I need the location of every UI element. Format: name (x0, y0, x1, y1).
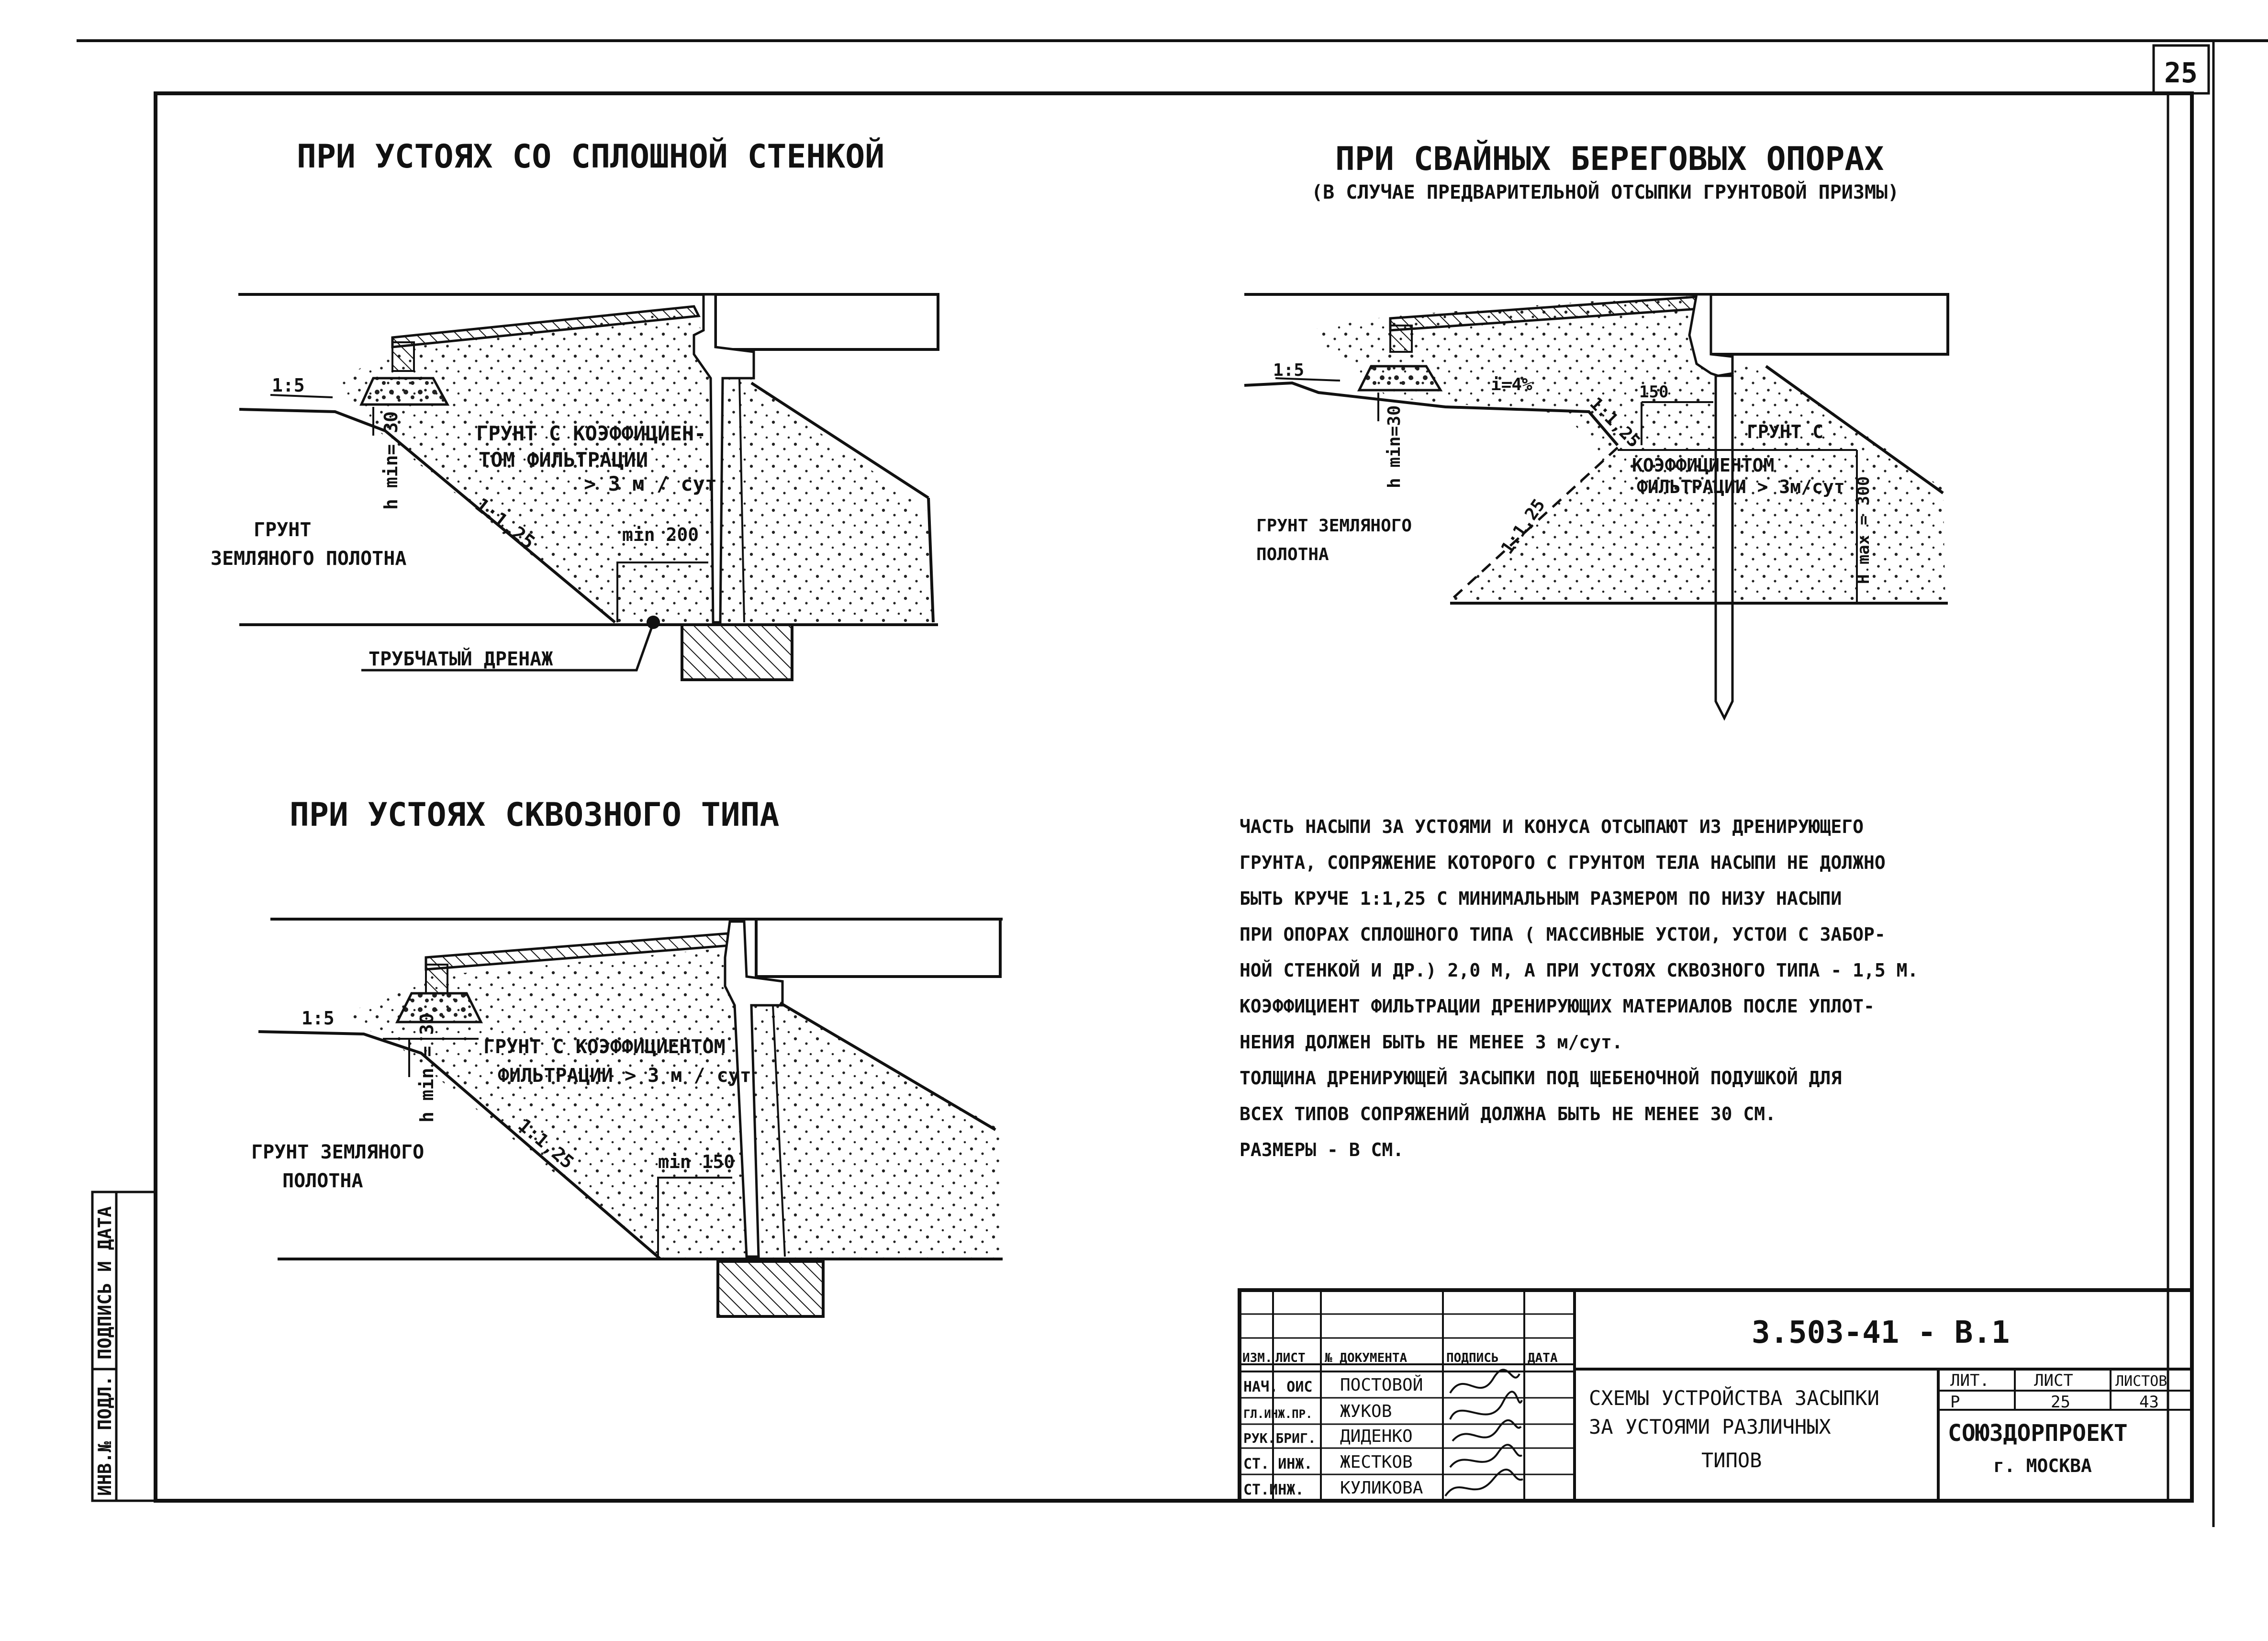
drainage-fill (1307, 294, 1945, 603)
notes: ЧАСТЬ НАСЫПИ ЗА УСТОЯМИ И КОНУСА ОТСЫПАЮ… (1240, 816, 1918, 1160)
stamp-sheet: 25 (2051, 1393, 2070, 1412)
embankment-slope (239, 408, 616, 624)
note-line: БЫТЬ КРУЧЕ 1:1,25 С МИНИМАЛЬНЫМ РАЗМЕРОМ… (1240, 888, 1842, 909)
signatures (1444, 1369, 1523, 1497)
abutment-wall (693, 293, 755, 624)
stamp-name: КУЛИКОВА (1340, 1478, 1423, 1498)
title-pile-supports-sub: (В СЛУЧАЕ ПРЕДВАРИТЕЛЬНОЙ ОТСЫПКИ ГРУНТО… (1311, 180, 1899, 203)
d3-ground-1: ГРУНТ ЗЕМЛЯНОГО (1256, 516, 1412, 536)
organization: СОЮЗДОРПРОЕКТ (1948, 1420, 2128, 1447)
d2-min-dim: min 150 (658, 1151, 735, 1172)
stamp-name: ЖУКОВ (1340, 1402, 1392, 1421)
stamp-name: ПОСТОВОЙ (1340, 1375, 1423, 1395)
d3-fill-label-1: ГРУНТ С (1747, 421, 1823, 442)
stamp-header-date: ДАТА (1528, 1351, 1558, 1365)
d1-ground-2: ЗЕМЛЯНОГО ПОЛОТНА (211, 548, 406, 570)
stamp-role: РУК.БРИГ. (1243, 1430, 1316, 1446)
stamp-role: НАЧ. ОИС (1243, 1379, 1313, 1395)
drawing-title-2: ЗА УСТОЯМИ РАЗЛИЧНЫХ (1589, 1415, 1831, 1439)
stamp-sheets: 43 (2139, 1393, 2159, 1412)
side-stamp (91, 1191, 157, 1502)
diagram-solid-wall (238, 293, 939, 681)
stamp-header-change: ИЗМ. (1242, 1351, 1273, 1365)
note-line: НЕНИЯ ДОЛЖЕН БЫТЬ НЕ МЕНЕЕ 3 м/сут. (1240, 1032, 1623, 1053)
side-stamp-signature: ПОДПИСЬ И ДАТА (94, 1206, 115, 1360)
d3-h-max: H max = 300 (1854, 476, 1873, 584)
span-structure (755, 918, 1002, 978)
d1-slope-small: 1:5 (272, 375, 305, 396)
stamp-header-sheet: ЛИСТ (1275, 1351, 1306, 1365)
d3-fill-label-3: ФИЛЬТРАЦИИ > 3м/сут (1637, 476, 1845, 497)
stamp-sheets-label: ЛИСТОВ (2115, 1373, 2167, 1390)
drainage-fill (335, 314, 938, 625)
d3-h-min: h min=30 (1385, 405, 1404, 488)
document-code: 3.503-41 - В.1 (1752, 1315, 2010, 1350)
note-line: КОЭФФИЦИЕНТ ФИЛЬТРАЦИИ ДРЕНИРУЮЩИХ МАТЕР… (1240, 996, 1875, 1017)
sheet-number-box (2152, 44, 2210, 95)
side-stamp-inventory: ИНВ.№ ПОДЛ. (94, 1375, 115, 1496)
pile (1714, 374, 1734, 721)
embankment-slope (258, 1030, 661, 1260)
span-structure (1707, 293, 1949, 356)
d1-fill-label-2: ТОМ ФИЛЬТРАЦИИ (479, 448, 648, 472)
abutment-wall (724, 920, 784, 1258)
d1-drain-label: ТРУБЧАТЫЙ ДРЕНАЖ (369, 647, 553, 670)
stamp-lit-label: ЛИТ. (1950, 1371, 1989, 1390)
gravel-cushion (359, 377, 450, 406)
d2-ground-2: ПОЛОТНА (282, 1170, 363, 1192)
title-block (1238, 1288, 2194, 1503)
stamp-sheet-label: ЛИСТ (2034, 1371, 2073, 1390)
d3-ground-2: ПОЛОТНА (1256, 545, 1329, 564)
d3-fill-label-2: КОЭФФИЦИЕНТОМ (1632, 455, 1774, 476)
note-line: ВСЕХ ТИПОВ СОПРЯЖЕНИЙ ДОЛЖНА БЫТЬ НЕ МЕН… (1240, 1103, 1776, 1124)
d2-slope-small: 1:5 (302, 1008, 335, 1029)
drawing-title-3: ТИПОВ (1701, 1449, 1762, 1472)
diagram-pile-supports (1244, 293, 1949, 721)
d1-fill-label-1: ГРУНТ С КОЭФФИЦИЕН- (476, 422, 706, 445)
city: г. МОСКВА (1993, 1455, 2092, 1476)
title-through-type: ПРИ УСТОЯХ СКВОЗНОГО ТИПА (290, 796, 780, 834)
gravel-cushion (395, 992, 483, 1023)
d1-fill-label-3: > 3 м / сут (584, 472, 717, 495)
stamp-name: ЖЕСТКОВ (1340, 1452, 1413, 1472)
stamp-role: СТ.ИНЖ. (1243, 1482, 1304, 1498)
stamp-role: ГЛ.ИНЖ.ПР. (1243, 1407, 1313, 1421)
d1-h-min: h min= 30 (380, 411, 402, 510)
sheet-frame (77, 39, 2268, 1527)
drainage-fill (340, 948, 1000, 1259)
stamp-lit: Р (1950, 1393, 1960, 1412)
drawing-title-1: СХЕМЫ УСТРОЙСТВА ЗАСЫПКИ (1589, 1386, 1879, 1410)
d3-slope-small: 1:5 (1273, 360, 1304, 380)
note-line: ПРИ ОПОРАХ СПЛОШНОГО ТИПА ( МАССИВНЫЕ УС… (1240, 924, 1886, 945)
d2-ground-1: ГРУНТ ЗЕМЛЯНОГО (251, 1141, 424, 1163)
stamp-name: ДИДЕНКО (1340, 1427, 1413, 1446)
d3-grade: i=4% (1491, 375, 1532, 394)
foundation-block (716, 1260, 825, 1318)
span-structure (714, 293, 939, 351)
drain-pipe-icon (647, 616, 660, 629)
d3-dim-150: 150 (1639, 382, 1668, 402)
note-line: РАЗМЕРЫ - В СМ. (1240, 1139, 1404, 1160)
stamp-role: СТ. ИНЖ. (1243, 1456, 1313, 1472)
note-line: ЧАСТЬ НАСЫПИ ЗА УСТОЯМИ И КОНУСА ОТСЫПАЮ… (1240, 816, 1864, 837)
d2-fill-label-1: ГРУНТ С КОЭФФИЦИЕНТОМ (483, 1036, 726, 1058)
d2-fill-label-2: ФИЛЬТРАЦИИ > 3 м / сут (498, 1065, 751, 1087)
foundation-block (681, 623, 793, 681)
title-pile-supports: ПРИ СВАЙНЫХ БЕРЕГОВЫХ ОПОРАХ (1335, 140, 1884, 178)
sheet-number: 25 (2164, 56, 2198, 89)
title-solid-wall: ПРИ УСТОЯХ СО СПЛОШНОЙ СТЕНКОЙ (297, 137, 884, 176)
note-line: ГРУНТА, СОПРЯЖЕНИЕ КОТОРОГО С ГРУНТОМ ТЕ… (1240, 852, 1886, 873)
note-line: ТОЛЩИНА ДРЕНИРУЮЩЕЙ ЗАСЫПКИ ПОД ЩЕБЕНОЧН… (1240, 1068, 1842, 1089)
note-line: НОЙ СТЕНКОЙ И ДР.) 2,0 М, А ПРИ УСТОЯХ С… (1240, 960, 1918, 981)
stamp-header-document: № ДОКУМЕНТА (1325, 1351, 1408, 1365)
d1-ground-1: ГРУНТ (254, 519, 311, 541)
fill-surface (1244, 381, 1619, 446)
d2-h-min: h min = 30 (416, 1013, 437, 1123)
diagram-through-type (258, 918, 1003, 1318)
gravel-cushion (1357, 365, 1443, 392)
stamp-header-signature: ПОДПИСЬ (1446, 1351, 1499, 1365)
d1-min-dim: min 200 (622, 524, 699, 545)
